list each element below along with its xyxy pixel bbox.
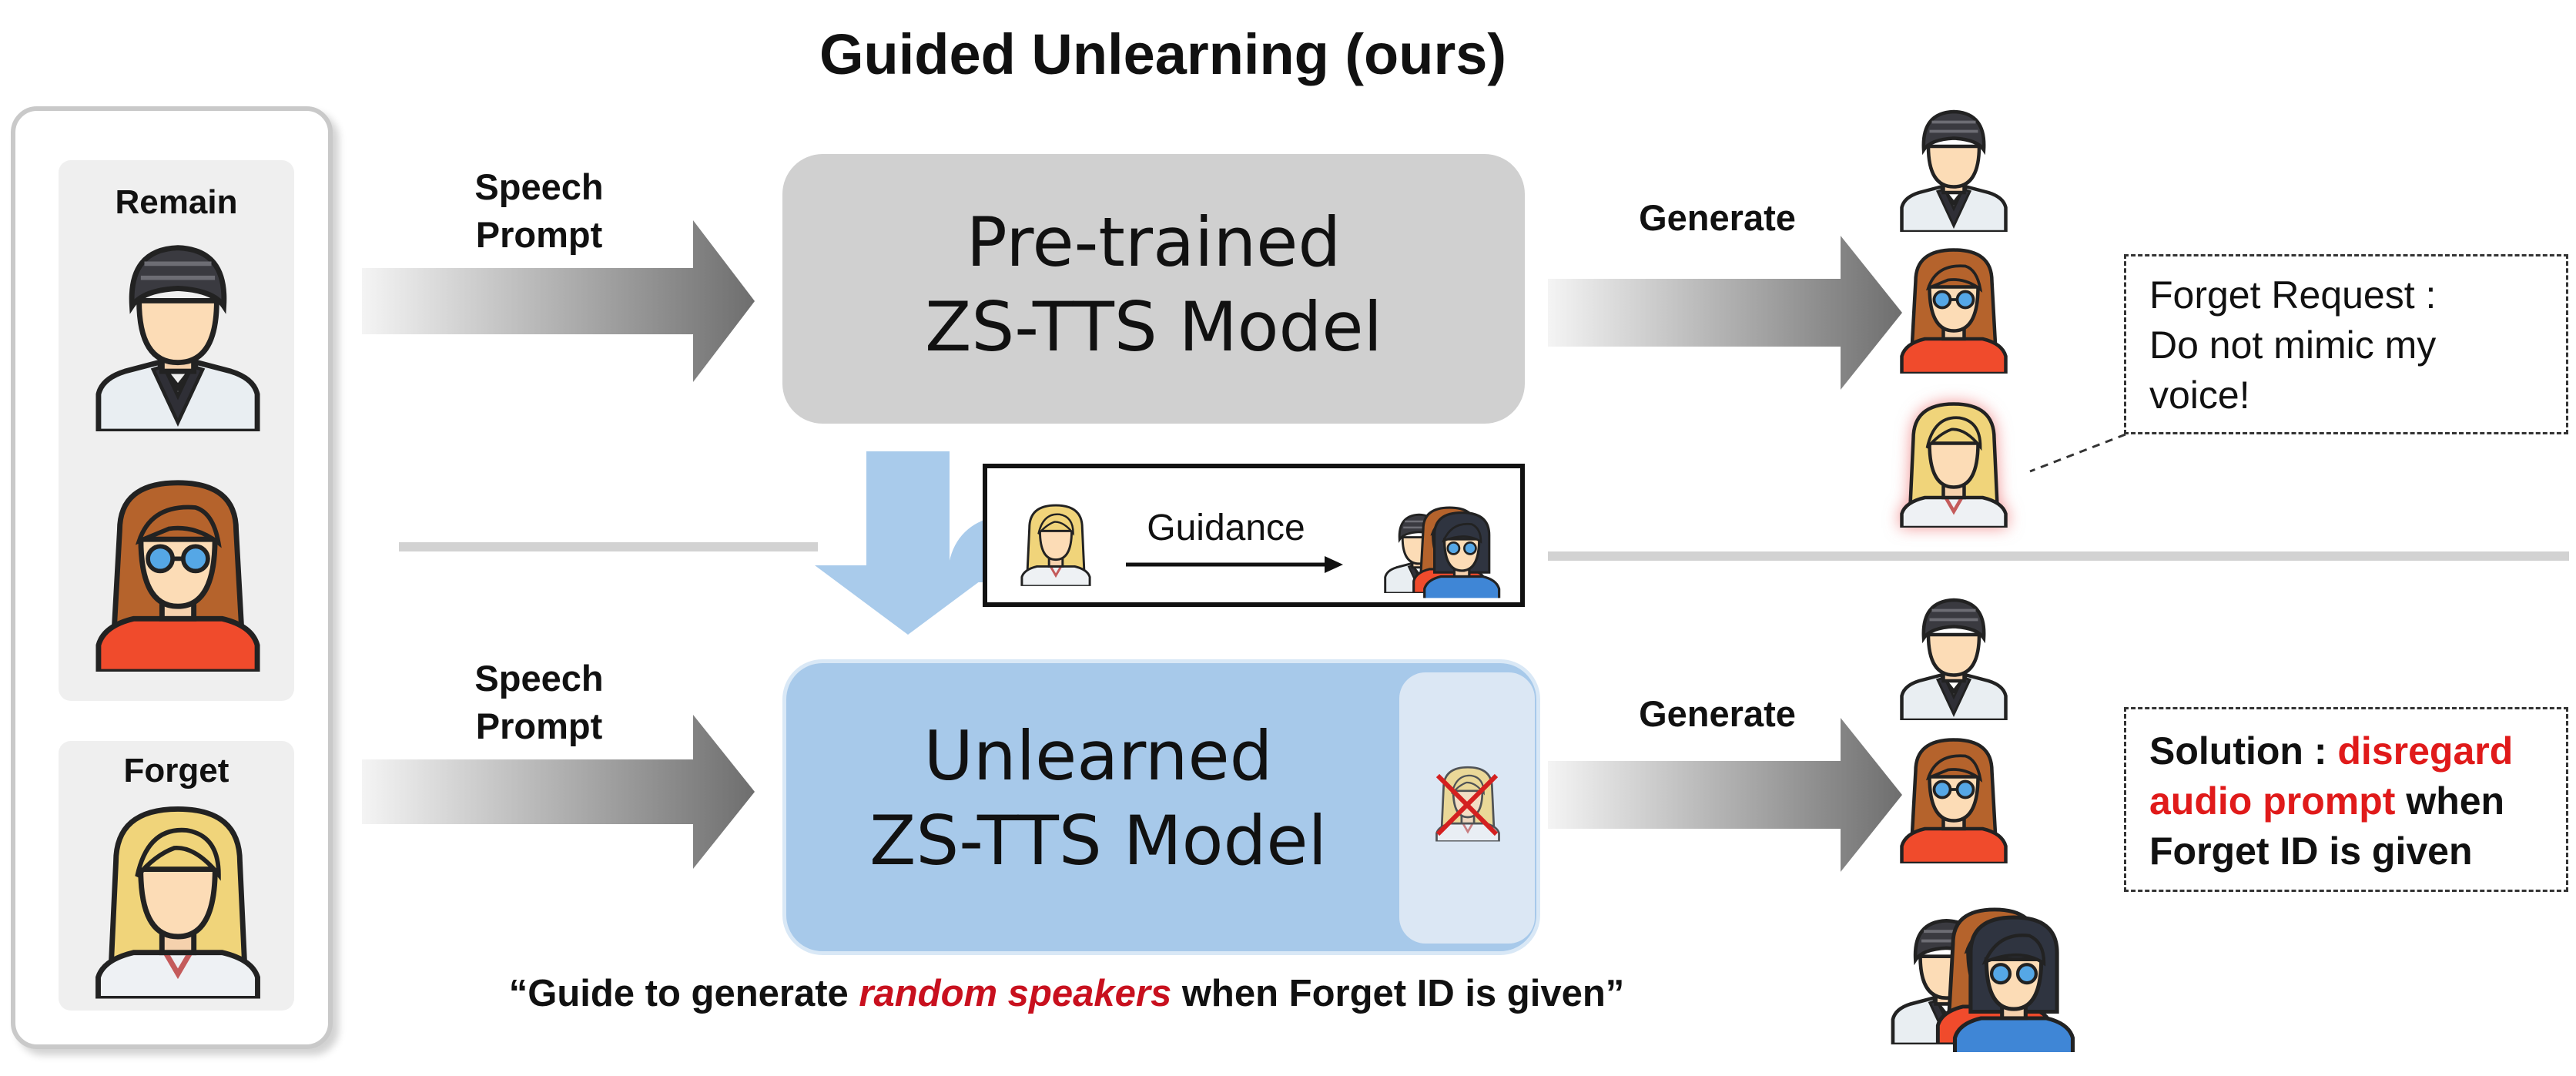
guidance-arrow-line	[1126, 556, 1343, 573]
speech-prompt-arrow-top	[362, 220, 755, 382]
output-blonde-woman-icon	[1896, 401, 2012, 528]
forget-group: Forget	[59, 741, 294, 1011]
generate-arrow-bottom	[1548, 718, 1902, 872]
generate-label-top: Generate	[1639, 197, 1796, 238]
speech-prompt-label-bottom: Speech Prompt	[474, 658, 604, 746]
forget-request-note: Forget Request : Do not mimic my voice!	[2124, 254, 2568, 434]
caption-emphasis: random speakers	[859, 973, 1172, 1014]
speech-prompt-arrow-bottom	[362, 715, 755, 869]
pretrained-model-line1: Pre-trained	[966, 203, 1342, 282]
remain-label: Remain	[115, 183, 238, 221]
speaker-panel: Remain Forget	[11, 106, 333, 1049]
caption: “Guide to generate random speakers when …	[508, 973, 1625, 1014]
output-woman-glasses-icon-bottom	[1896, 736, 2012, 863]
guidance-blonde-icon	[1018, 501, 1094, 588]
solution-note: Solution : disregard audio prompt when F…	[2124, 707, 2568, 892]
unlearned-model-box: Unlearned ZS-TTS Model	[782, 659, 1540, 955]
diagram-title: Guided Unlearning (ours)	[819, 22, 1507, 86]
forget-request-pointer	[2029, 433, 2126, 473]
guidance-box: Guidance	[983, 464, 1525, 607]
generate-arrow-top	[1548, 236, 1902, 390]
output-random-speakers-icon	[1848, 898, 2079, 1052]
cross-icon	[1435, 773, 1499, 836]
man-helmet-avatar-icon	[89, 237, 266, 431]
forget-request-line3: voice!	[2149, 374, 2250, 417]
forget-request-line1: Forget Request :	[2149, 273, 2437, 317]
remain-group: Remain	[59, 160, 294, 701]
output-woman-glasses-icon	[1896, 246, 2012, 374]
pretrained-model-box: Pre-trained ZS-TTS Model	[782, 154, 1525, 424]
generate-label-bottom: Generate	[1639, 693, 1796, 734]
output-man-helmet-icon-bottom	[1896, 593, 2012, 720]
pretrained-model-line2: ZS-TTS Model	[925, 287, 1382, 367]
solution-line3: Forget ID is given	[2149, 830, 2473, 873]
divider-right	[1548, 551, 2569, 561]
solution-red-phrase: audio prompt	[2149, 779, 2396, 823]
unlearned-model-line1: Unlearned	[923, 716, 1273, 796]
forget-request-line2: Do not mimic my	[2149, 323, 2437, 367]
guidance-label: Guidance	[1147, 508, 1305, 548]
unlearned-model-line2: ZS-TTS Model	[869, 801, 1327, 880]
woman-glasses-avatar-icon	[89, 478, 266, 672]
solution-prefix: Solution	[2149, 729, 2303, 773]
output-man-helmet-icon	[1896, 105, 2012, 232]
forget-filter-panel	[1399, 672, 1535, 944]
speech-prompt-label-top: Speech Prompt	[474, 166, 604, 255]
guidance-group-icon	[1357, 499, 1503, 599]
divider-left	[399, 542, 818, 551]
forget-label: Forget	[123, 752, 229, 789]
solution-red-word: disregard	[2337, 729, 2514, 773]
blonde-woman-avatar-icon	[89, 795, 266, 1007]
